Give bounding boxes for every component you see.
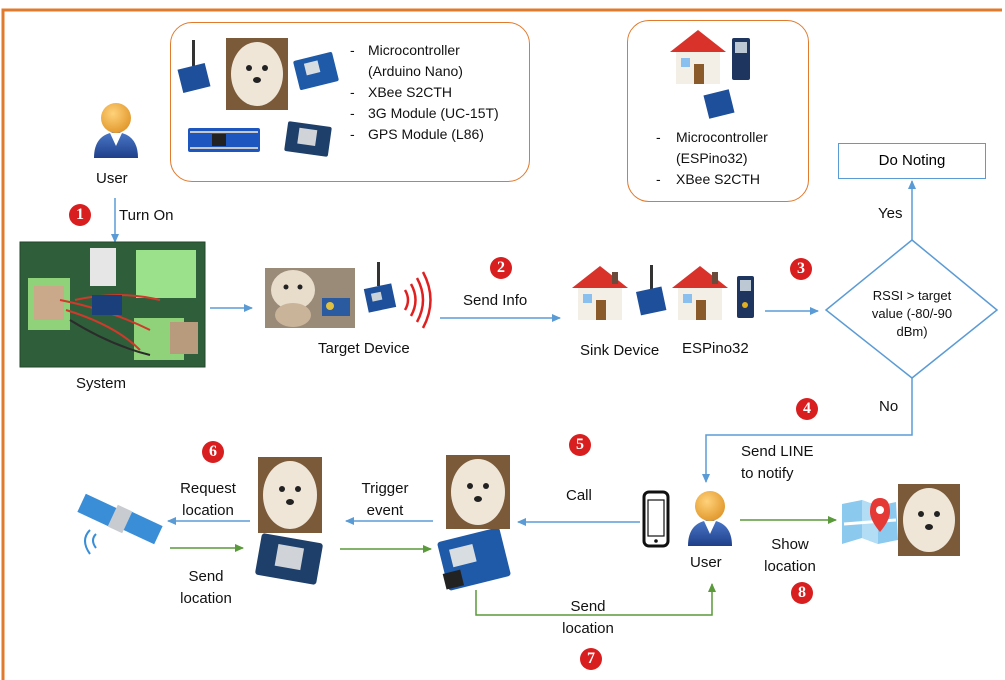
house-icon xyxy=(572,266,628,320)
step-2-badge: 2 xyxy=(490,257,512,279)
send-info-label: Send Info xyxy=(463,292,528,309)
target-device-photo xyxy=(265,268,355,328)
do-noting-box: Do Noting xyxy=(838,143,986,179)
show-location-label: Show location xyxy=(750,534,830,578)
xbee-module-icon xyxy=(635,265,667,316)
request-location-text: location xyxy=(182,502,234,519)
send-line-text: to notify xyxy=(741,465,794,482)
send-location-text: location xyxy=(562,620,614,637)
espino32-label: ESPino32 xyxy=(682,340,749,357)
target-device-label: Target Device xyxy=(318,340,410,357)
xbee-module-icon xyxy=(363,262,397,313)
component-label: 3G Module (UC-15T) xyxy=(368,105,499,121)
send-line-text: Send LINE xyxy=(741,443,814,460)
send-location-left-label: Send location xyxy=(166,566,246,610)
step-4-badge: 4 xyxy=(796,398,818,420)
send-location-text: Send xyxy=(188,568,224,585)
step-3-badge: 3 xyxy=(790,258,812,280)
house-icon xyxy=(672,266,728,320)
send-location-text: location xyxy=(180,590,232,607)
trigger-event-text: event xyxy=(366,502,404,519)
no-label: No xyxy=(879,398,899,415)
user-bottom-label: User xyxy=(690,554,722,571)
step-8-badge: 8 xyxy=(791,582,813,604)
show-location-text: location xyxy=(764,558,816,575)
smartphone-icon xyxy=(642,490,670,548)
trigger-event-label: Trigger event xyxy=(345,478,425,522)
sink-device-label: Sink Device xyxy=(580,342,660,359)
dog-photo xyxy=(446,455,510,529)
component-label: Microcontroller xyxy=(368,42,460,58)
component-label: (ESPino32) xyxy=(676,150,748,166)
step-6-badge: 6 xyxy=(202,441,224,463)
wireless-signal-icon xyxy=(403,271,432,329)
component-label: XBee S2CTH xyxy=(368,84,453,100)
3g-module-icon xyxy=(437,527,511,591)
decision-text: RSSI > target value (-80/-90 dBm) xyxy=(850,287,974,341)
user-icon xyxy=(94,103,138,158)
outer-frame xyxy=(1,8,1002,680)
step-7-badge: 7 xyxy=(580,648,602,670)
system-photo xyxy=(19,241,206,368)
decision-line: dBm) xyxy=(896,324,928,339)
sink-device-components-list: -Microcontroller (ESPino32) -XBee S2CTH xyxy=(656,129,768,187)
user-label: User xyxy=(96,170,128,187)
map-location-icon xyxy=(842,498,898,544)
send-line-label: Send LINE to notify xyxy=(741,441,814,485)
user-icon xyxy=(688,491,732,546)
step-5-badge: 5 xyxy=(569,434,591,456)
step-1-badge: 1 xyxy=(69,204,91,226)
component-label: (Arduino Nano) xyxy=(368,63,463,79)
satellite-icon xyxy=(77,493,163,555)
gps-module-icon xyxy=(255,533,323,585)
component-label: Microcontroller xyxy=(676,129,768,145)
call-label: Call xyxy=(566,487,592,504)
request-location-text: Request xyxy=(180,480,236,497)
system-label: System xyxy=(76,375,127,392)
decision-line: RSSI > target xyxy=(872,288,952,303)
dog-photo xyxy=(258,457,322,533)
trigger-event-text: Trigger xyxy=(361,480,409,497)
component-label: GPS Module (L86) xyxy=(368,126,484,142)
decision-line: value (-80/-90 xyxy=(871,306,953,321)
espino32-board-icon xyxy=(737,276,754,318)
request-location-label: Request location xyxy=(168,478,248,522)
send-location-text: Send xyxy=(570,598,606,615)
send-location-bottom-label: Send location xyxy=(548,596,628,640)
yes-label: Yes xyxy=(878,205,903,222)
sink-device-components-box xyxy=(627,20,809,202)
turn-on-label: Turn On xyxy=(119,207,174,224)
dog-photo xyxy=(898,484,960,556)
show-location-text: Show xyxy=(771,536,809,553)
component-label: XBee S2CTH xyxy=(676,171,761,187)
target-device-components-list: -Microcontroller (Arduino Nano) -XBee S2… xyxy=(350,42,499,142)
